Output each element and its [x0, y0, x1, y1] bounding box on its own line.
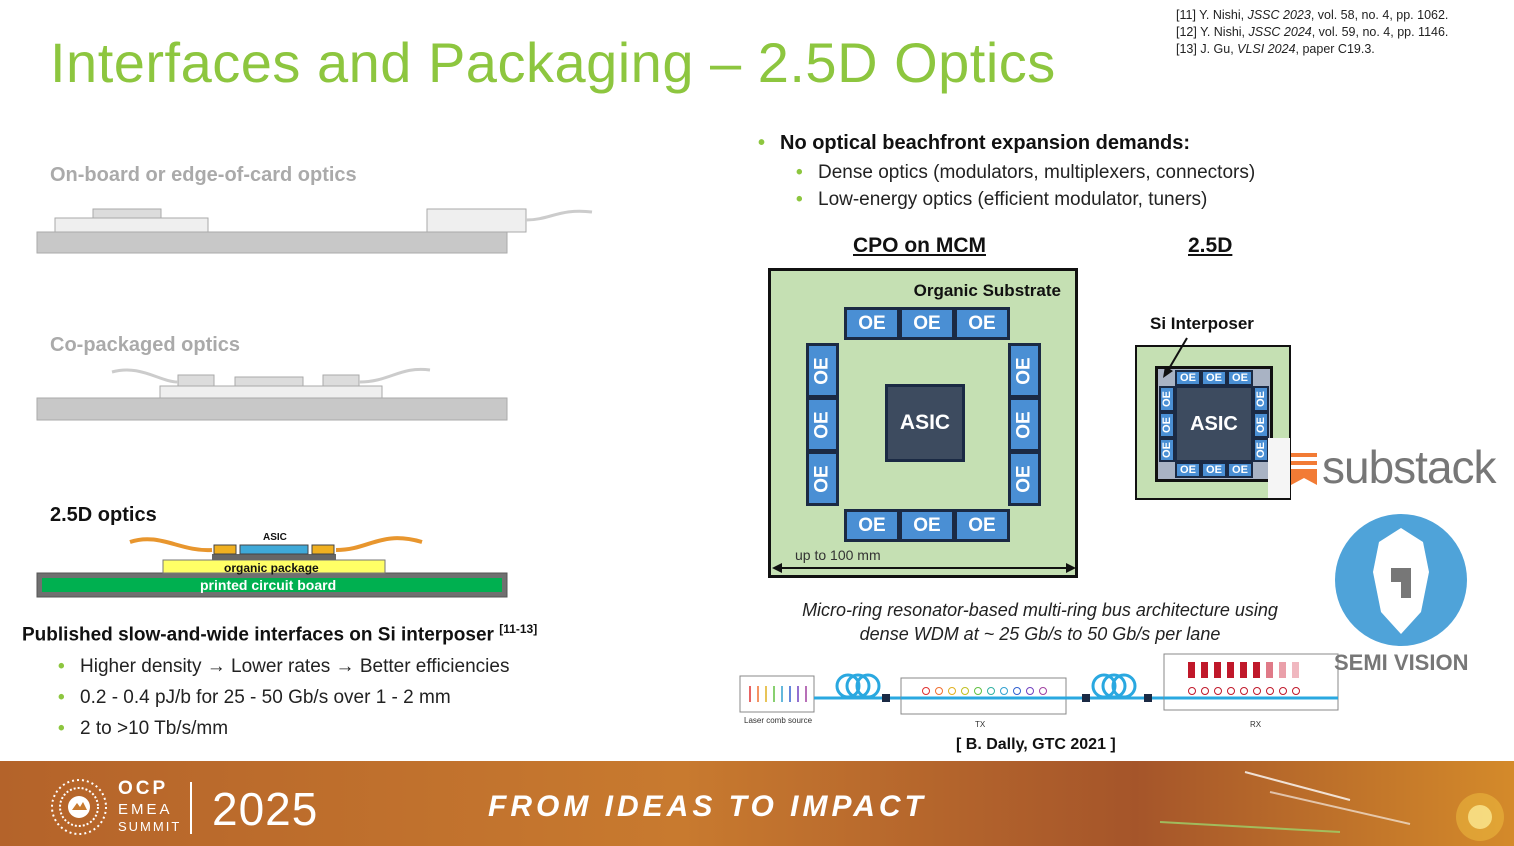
references: [11] Y. Nishi, JSSC 2023, vol. 58, no. 4…: [1176, 7, 1448, 58]
dimension-label: up to 100 mm: [795, 547, 881, 563]
optics-25d-label: 2.5D optics: [50, 504, 157, 526]
year-text: 2025: [212, 783, 319, 835]
oe-module: OE: [806, 343, 839, 398]
tx-label: TX: [975, 720, 986, 729]
oe-module: OE: [954, 307, 1010, 340]
citation: [ B. Dally, GTC 2021 ]: [956, 736, 1116, 753]
cpo-mcm-title: CPO on MCM: [853, 234, 986, 257]
page-title: Interfaces and Packaging – 2.5D Optics: [50, 31, 1056, 94]
footer-decoration: [1159, 771, 1504, 841]
si-interposer: OE OE OE OE OE OE OE OE OE OE OE OE ASIC: [1155, 366, 1273, 482]
asic-chip: ASIC: [1175, 386, 1253, 462]
oe-module: OE: [1175, 370, 1201, 386]
organic-substrate: Organic Substrate OE OE OE OE OE OE OE O…: [768, 268, 1078, 578]
oe-module: OE: [1253, 412, 1269, 438]
summit-text: SUMMIT: [118, 819, 182, 834]
oe-module: OE: [954, 509, 1010, 542]
d25-title: 2.5D: [1188, 234, 1233, 257]
ocp-text: OCP: [118, 778, 169, 799]
oe-module: OE: [806, 397, 839, 452]
reference-item: [11] Y. Nishi, JSSC 2023, vol. 58, no. 4…: [1176, 8, 1449, 22]
left-bullet-list: Higher density → Lower rates → Better ef…: [58, 655, 509, 748]
d25-substrate: OE OE OE OE OE OE OE OE OE OE OE OE ASIC: [1135, 345, 1291, 500]
list-item: Dense optics (modulators, multiplexers, …: [796, 162, 1255, 189]
dimension-arrow: [772, 563, 1076, 573]
oe-module: OE: [844, 307, 900, 340]
substack-panel: [1268, 438, 1290, 498]
caption-line: dense WDM at ~ 25 Gb/s to 50 Gb/s per la…: [859, 624, 1221, 644]
oe-module: OE: [1201, 370, 1227, 386]
pcb-label: printed circuit board: [200, 577, 337, 593]
oe-module: OE: [1227, 370, 1253, 386]
wdm-caption: Micro-ring resonator-based multi-ring bu…: [760, 598, 1320, 646]
footer-divider: [190, 782, 192, 834]
oe-module: OE: [1008, 343, 1041, 398]
asic-label-small: ASIC: [263, 532, 287, 543]
published-heading: Published slow-and-wide interfaces on Si…: [22, 622, 537, 646]
reference-item: [12] Y. Nishi, JSSC 2024, vol. 59, no. 4…: [1176, 25, 1449, 39]
onboard-optics-diagram: [36, 208, 593, 254]
oe-module: OE: [1201, 462, 1227, 478]
oe-module: OE: [1175, 462, 1201, 478]
substack-watermark: substack: [1322, 441, 1497, 493]
reference-item: [13] J. Gu, VLSI 2024, paper C19.3.: [1176, 42, 1375, 56]
semivision-watermark: SEMI VISION: [1334, 650, 1469, 675]
oe-module: OE: [844, 509, 900, 542]
published-heading-text: Published slow-and-wide interfaces on Si…: [22, 624, 500, 646]
oe-module: OE: [1253, 438, 1269, 462]
list-item: Higher density → Lower rates → Better ef…: [58, 655, 509, 686]
list-item: Low-energy optics (efficient modulator, …: [796, 189, 1255, 216]
footer-tagline: FROM IDEAS TO IMPACT: [488, 790, 927, 823]
ocp-logo-icon: [51, 779, 107, 835]
cpo-diagram: [36, 367, 508, 421]
substack-logo-icon: [1291, 453, 1317, 485]
list-item: 0.2 - 0.4 pJ/b for 25 - 50 Gb/s over 1 -…: [58, 686, 509, 717]
oe-module: OE: [1227, 462, 1253, 478]
oe-module: OE: [899, 307, 955, 340]
onboard-optics-label: On-board or edge-of-card optics: [50, 164, 357, 186]
organic-substrate-label: Organic Substrate: [913, 281, 1061, 300]
laser-label: Laser comb source: [744, 716, 813, 725]
emea-text: EMEA: [118, 801, 173, 818]
oe-module: OE: [1159, 412, 1175, 438]
wdm-link-diagram: [739, 653, 1339, 715]
cpo-label: Co-packaged optics: [50, 334, 241, 356]
asic-chip: ASIC: [885, 384, 965, 462]
organic-package-label: organic package: [224, 561, 319, 575]
oe-module: OE: [1159, 386, 1175, 412]
semivision-logo-icon: [1335, 514, 1467, 646]
oe-module: OE: [1008, 451, 1041, 506]
list-item: 2 to >10 Tb/s/mm: [58, 717, 509, 748]
si-interposer-pointer: [1163, 337, 1188, 378]
oe-module: OE: [1159, 438, 1175, 462]
list-item: No optical beachfront expansion demands:: [758, 132, 1255, 162]
right-bullet-list: No optical beachfront expansion demands:…: [758, 132, 1255, 216]
si-interposer-label: Si Interposer: [1150, 314, 1254, 333]
oe-module: OE: [1008, 397, 1041, 452]
caption-line: Micro-ring resonator-based multi-ring bu…: [802, 600, 1278, 620]
rx-label: RX: [1250, 720, 1262, 729]
oe-module: OE: [899, 509, 955, 542]
oe-module: OE: [806, 451, 839, 506]
optics-25d-diagram: [36, 536, 508, 598]
published-ref: [11-13]: [499, 622, 538, 636]
footer-banner: [0, 761, 1514, 846]
oe-module: OE: [1253, 386, 1269, 412]
